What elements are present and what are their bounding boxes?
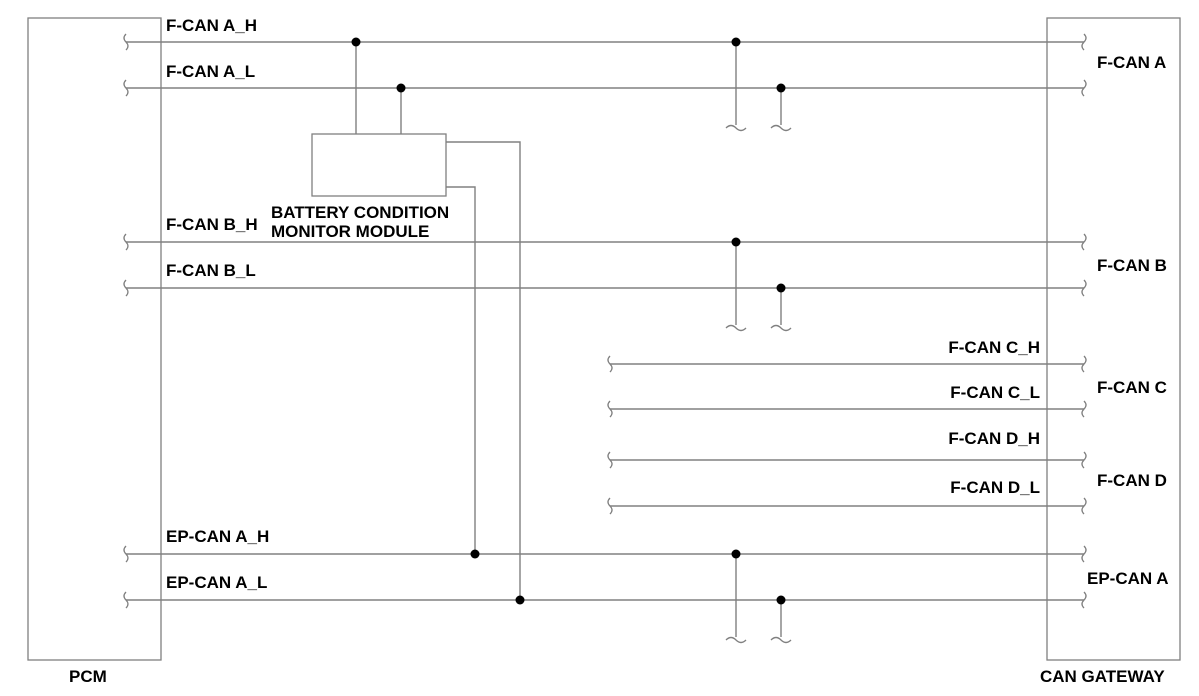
wire-module-to-epcan-a-h bbox=[446, 186, 476, 554]
junction-dot bbox=[731, 237, 741, 247]
label-fcan-c-h: F-CAN C_H bbox=[948, 338, 1040, 357]
label-fcan-a-h: F-CAN A_H bbox=[166, 16, 257, 35]
stub-break-symbols bbox=[725, 124, 792, 644]
junction-dot bbox=[515, 595, 525, 605]
pcm-box bbox=[27, 17, 162, 661]
bus-label-fcan-c: F-CAN C bbox=[1097, 378, 1167, 397]
junction-dot bbox=[351, 37, 361, 47]
can-gateway-label: CAN GATEWAY bbox=[1040, 667, 1165, 686]
wire-module-to-epcan-a-l bbox=[446, 141, 521, 600]
label-fcan-c-l: F-CAN C_L bbox=[950, 383, 1040, 402]
can-gateway-box bbox=[1046, 17, 1181, 661]
junction-dot bbox=[776, 83, 786, 93]
bus-label-epcan-a: EP-CAN A bbox=[1087, 569, 1169, 588]
label-epcan-a-h: EP-CAN A_H bbox=[166, 527, 269, 546]
module-label-line1: BATTERY CONDITION bbox=[271, 203, 449, 222]
junction-dot bbox=[776, 595, 786, 605]
label-epcan-a-l: EP-CAN A_L bbox=[166, 573, 267, 592]
bus-label-fcan-b: F-CAN B bbox=[1097, 256, 1167, 275]
bus-label-fcan-d: F-CAN D bbox=[1097, 471, 1167, 490]
junction-dot bbox=[470, 549, 480, 559]
label-fcan-a-l: F-CAN A_L bbox=[166, 62, 255, 81]
label-fcan-d-h: F-CAN D_H bbox=[948, 429, 1040, 448]
junction-dot bbox=[396, 83, 406, 93]
junction-dots bbox=[351, 37, 786, 605]
pcm-label: PCM bbox=[69, 667, 107, 686]
module-label-line2: MONITOR MODULE bbox=[271, 222, 429, 241]
label-fcan-b-h: F-CAN B_H bbox=[166, 215, 258, 234]
battery-condition-monitor-module-box bbox=[311, 133, 447, 197]
bus-label-fcan-a: F-CAN A bbox=[1097, 53, 1166, 72]
junction-dot bbox=[731, 549, 741, 559]
junction-dot bbox=[731, 37, 741, 47]
junction-dot bbox=[776, 283, 786, 293]
label-fcan-b-l: F-CAN B_L bbox=[166, 261, 256, 280]
wire-break-symbols bbox=[123, 33, 1087, 609]
label-fcan-d-l: F-CAN D_L bbox=[950, 478, 1040, 497]
